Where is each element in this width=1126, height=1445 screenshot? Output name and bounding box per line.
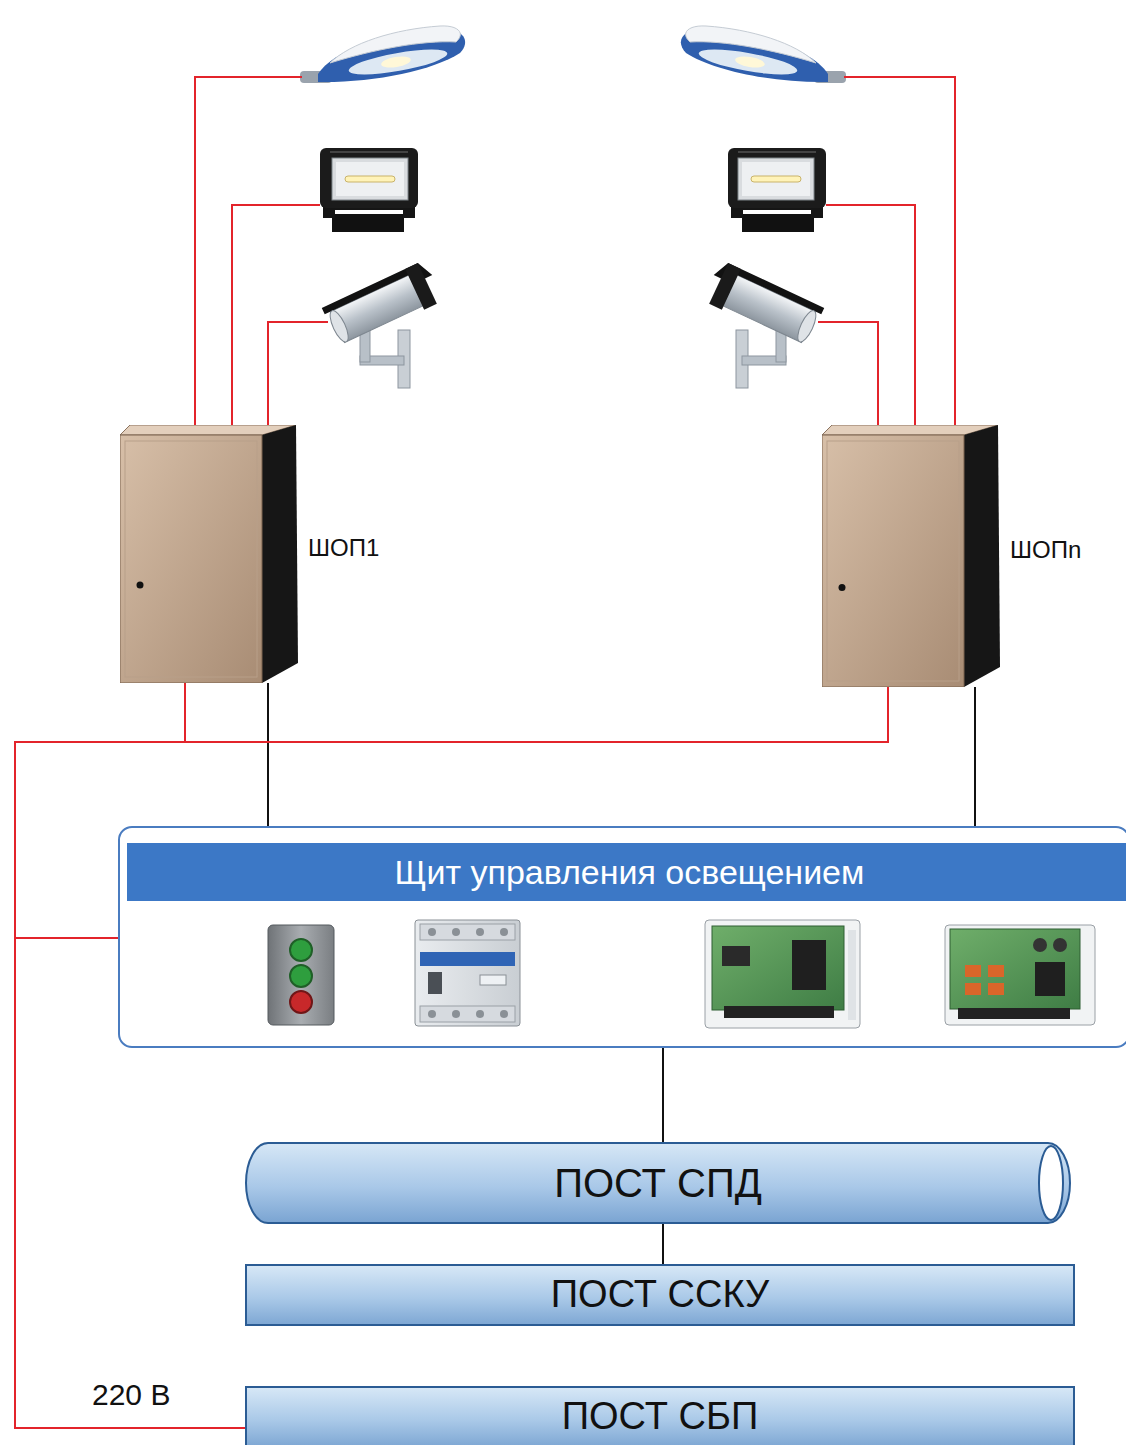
rcd-breaker: [500, 1010, 508, 1018]
power-wire: [195, 77, 302, 450]
rcd-breaker: [420, 924, 515, 940]
push-button-station: [290, 939, 312, 961]
floodlight: [332, 158, 408, 200]
cabinet-body: [120, 435, 262, 683]
rcd-breaker: [415, 920, 520, 1026]
push-button-station: [268, 925, 334, 1025]
light-fixtures: [681, 26, 846, 388]
power-wire: [195, 77, 955, 450]
node-title: ПОСТ ССКУ: [551, 1272, 769, 1318]
power-wire: [232, 205, 320, 450]
controller-board: [792, 940, 826, 990]
power-cable: [15, 683, 245, 1428]
relay-board: [988, 983, 1004, 995]
cabinet-body: [120, 425, 298, 683]
node-title: ПОСТ СБП: [562, 1394, 759, 1440]
cctv-camera: [405, 263, 437, 310]
cabinet-body: [822, 435, 964, 687]
controller-board: [705, 920, 860, 1028]
controller-board: [848, 930, 856, 1020]
cctv-camera: [327, 308, 352, 344]
signal-cable: [267, 683, 269, 826]
rcd-breaker: [420, 1006, 515, 1022]
light-fixtures: [300, 26, 465, 388]
signal-cable: [974, 687, 976, 826]
relay-board: [1053, 938, 1067, 952]
floodlight: [320, 148, 418, 208]
floodlight: [336, 162, 404, 196]
rcd-breaker: [420, 952, 515, 966]
push-button-station: [290, 991, 312, 1013]
power-wire: [826, 205, 915, 450]
power-post: ПОСТ СБП: [245, 1386, 1075, 1445]
street-lamp: [380, 54, 411, 69]
relay-board: [945, 925, 1095, 1025]
relay-board: [950, 929, 1080, 1009]
cabinet-label: ШОП1: [308, 534, 379, 563]
controller-board: [722, 946, 750, 966]
power-wire: [844, 77, 955, 450]
monitoring-post: ПОСТ ССКУ: [245, 1264, 1075, 1326]
rcd-breaker: [428, 928, 436, 936]
rcd-breaker: [452, 1010, 460, 1018]
push-button-station: [290, 965, 312, 987]
panel-header-bar: Щит управления освещением: [127, 843, 1126, 901]
relay-board: [1035, 962, 1065, 996]
pipe-shape: [1039, 1146, 1063, 1220]
floodlight: [332, 214, 404, 232]
relay-board: [945, 925, 1095, 1025]
relay-board: [988, 965, 1004, 977]
controller-board: [724, 1006, 834, 1018]
relay-board: [965, 983, 981, 995]
rcd-breaker: [415, 920, 520, 1026]
network-post: ПОСТ СПД: [245, 1142, 1071, 1224]
cabinet-label: ШОПn: [1010, 536, 1081, 565]
rcd-breaker: [500, 928, 508, 936]
cabinet-body: [137, 581, 144, 588]
rcd-breaker: [480, 975, 506, 985]
rcd-breaker: [476, 1010, 484, 1018]
node-title: Щит управления освещением: [395, 852, 865, 893]
voltage-label: 220 В: [92, 1378, 170, 1411]
signal-cable: [662, 1224, 664, 1264]
relay-board: [965, 965, 981, 977]
rcd-breaker: [452, 928, 460, 936]
controller-board: [705, 920, 860, 1028]
cabinet-body: [125, 441, 257, 677]
node-title: ПОСТ СПД: [554, 1159, 762, 1207]
pipe-shape: [246, 1143, 1070, 1223]
cabinet: ШОП1: [120, 425, 298, 683]
cabinet-body: [964, 425, 1000, 687]
cabinet-body: [822, 425, 1000, 687]
floodlight: [345, 176, 395, 182]
cabinet-body: [262, 425, 298, 683]
controller-board: [712, 926, 844, 1010]
relay-board: [1033, 938, 1047, 952]
cabinet-body: [827, 441, 959, 681]
floodlight: [320, 148, 418, 232]
signal-cable: [662, 1048, 664, 1142]
cctv-camera: [322, 260, 444, 388]
push-button-station: [268, 925, 334, 1025]
floodlight: [330, 151, 408, 153]
street-lamp: [300, 26, 465, 83]
street-lamp: [347, 44, 449, 79]
control-panel: Щит управления освещением: [118, 826, 1126, 1048]
cabinet-body: [839, 584, 846, 591]
rcd-breaker: [428, 972, 442, 994]
power-cable: [15, 938, 245, 1428]
rcd-breaker: [428, 1010, 436, 1018]
cctv-camera: [322, 260, 444, 349]
relay-board: [958, 1008, 1070, 1019]
cabinet: ШОПn: [822, 425, 1000, 687]
rcd-breaker: [476, 928, 484, 936]
